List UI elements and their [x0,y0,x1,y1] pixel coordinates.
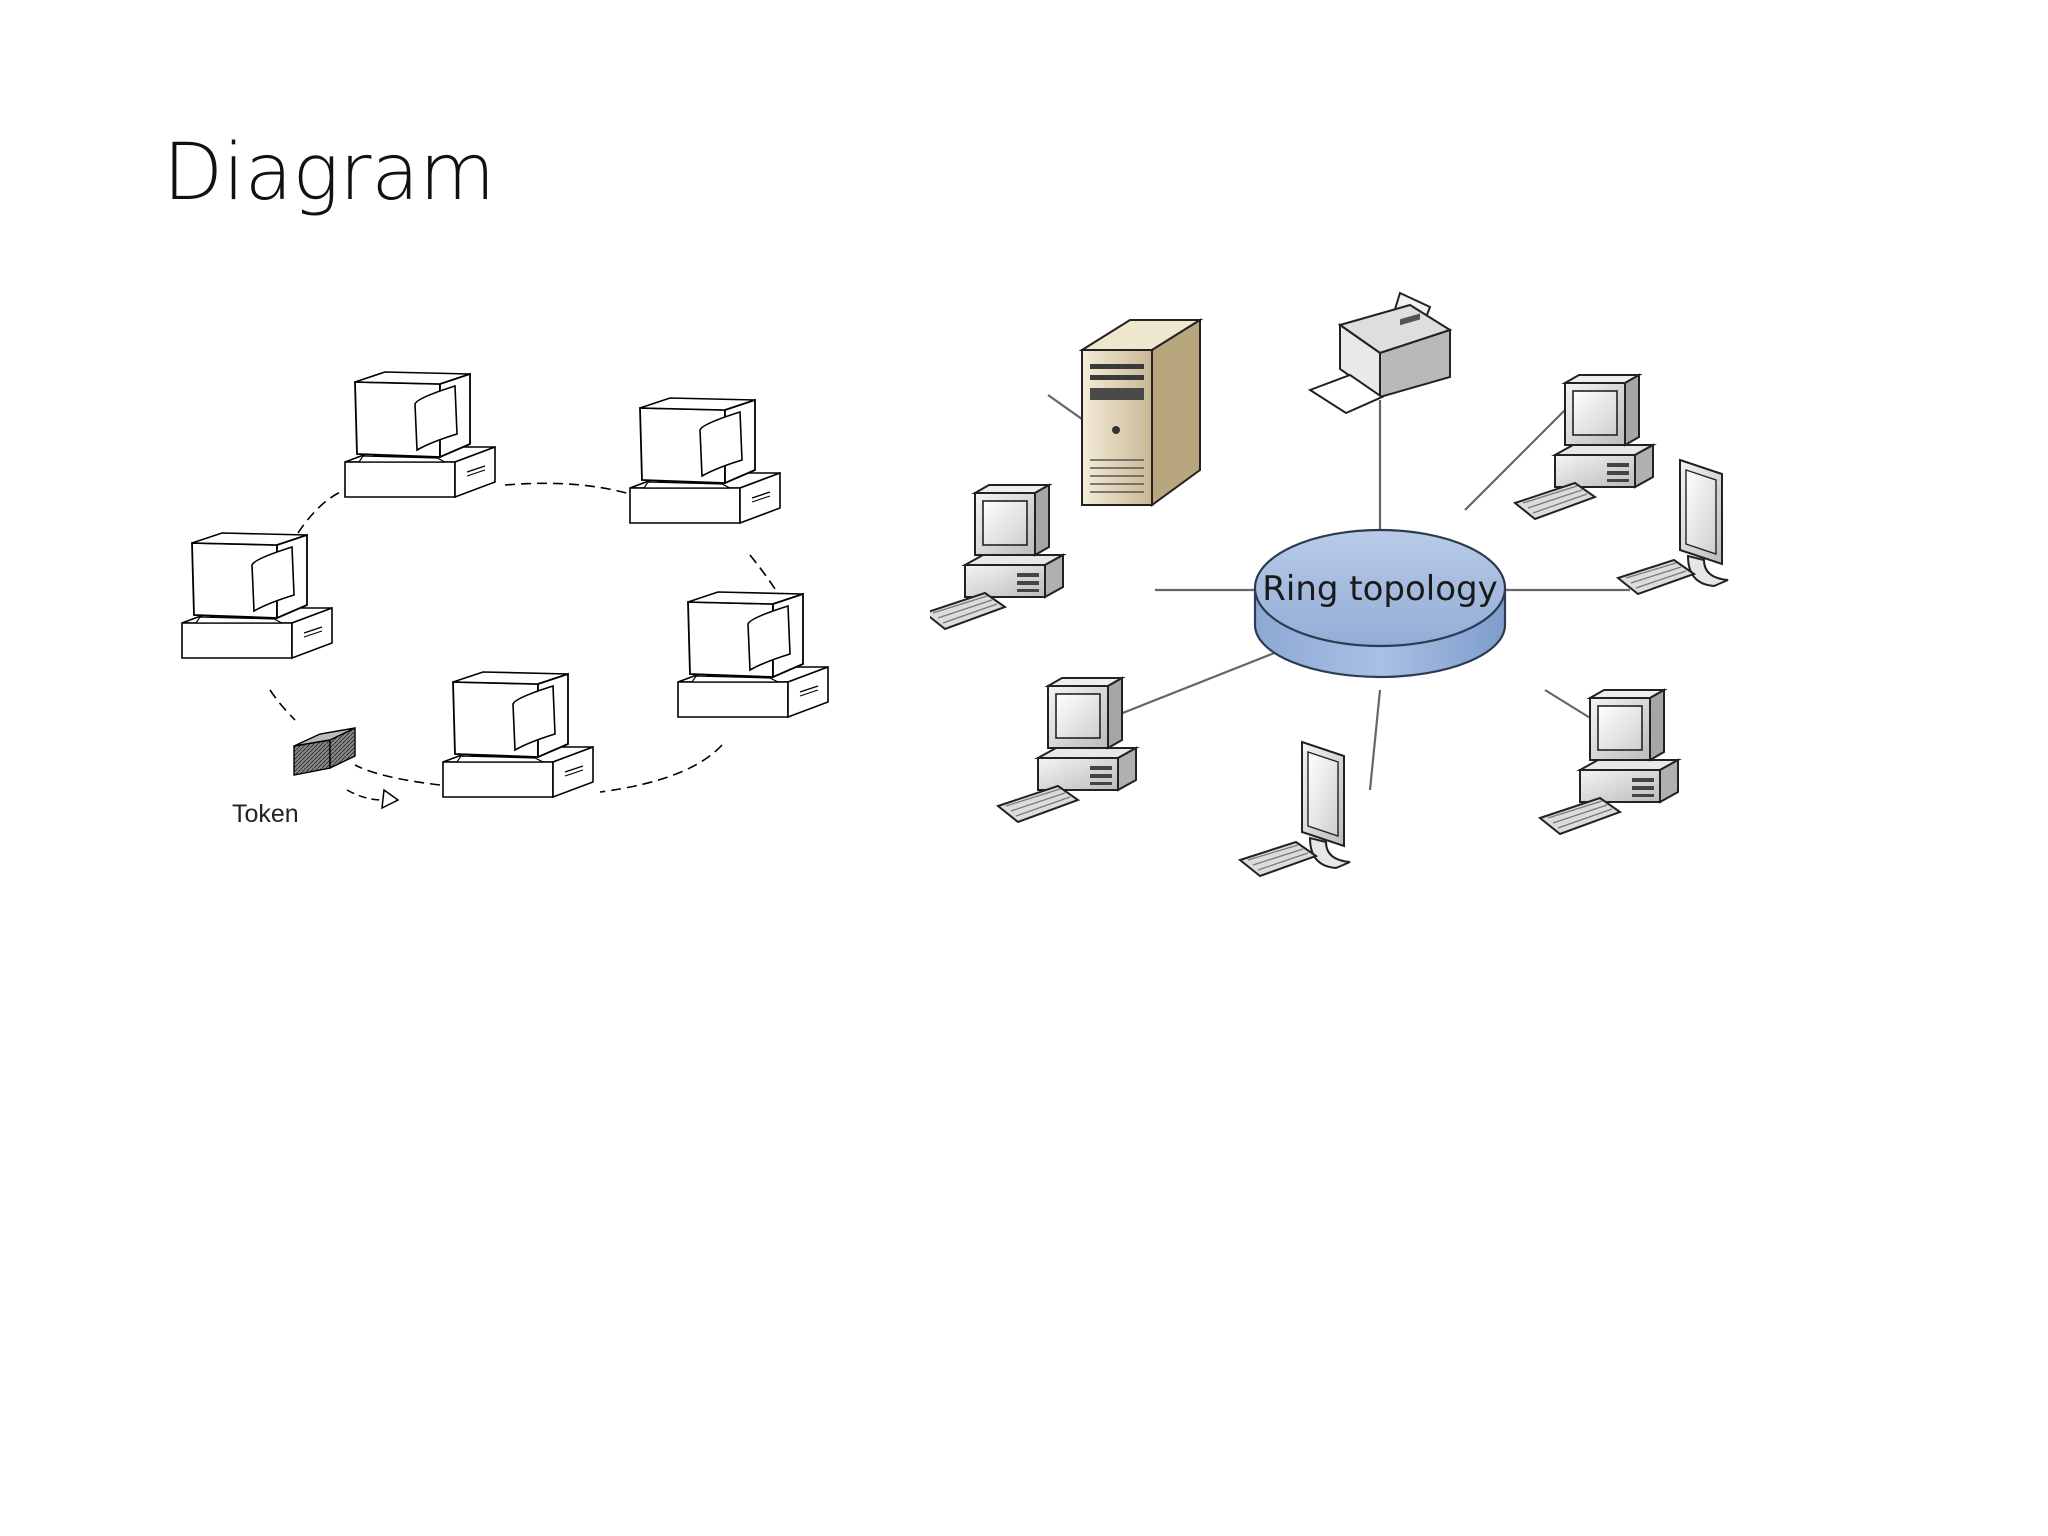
ring-node-computer [629,397,781,524]
server-icon [1078,318,1204,507]
desktop-computer-icon [997,677,1137,823]
token-ring-diagram: Token [181,371,829,828]
hub-label: Ring topology [1262,569,1497,609]
token-icon [293,726,356,776]
ring-topology-diagram: Ring topology [930,291,1729,877]
desktop-computer-icon [1514,374,1654,520]
flat-monitor-icon [1239,741,1351,877]
printer-icon [1307,291,1453,415]
ring-node-computer [442,671,594,798]
ring-node-computer [677,591,829,718]
desktop-computer-icon [1539,689,1679,835]
ring-node-computer [181,532,333,659]
slide-title: Diagram [163,128,496,218]
ring-node-computer [344,371,496,498]
desktop-computer-icon [930,484,1064,630]
token-direction-arrow [346,788,400,810]
token-label: Token [232,800,299,828]
ring-topology-hub: Ring topology [1253,528,1507,679]
